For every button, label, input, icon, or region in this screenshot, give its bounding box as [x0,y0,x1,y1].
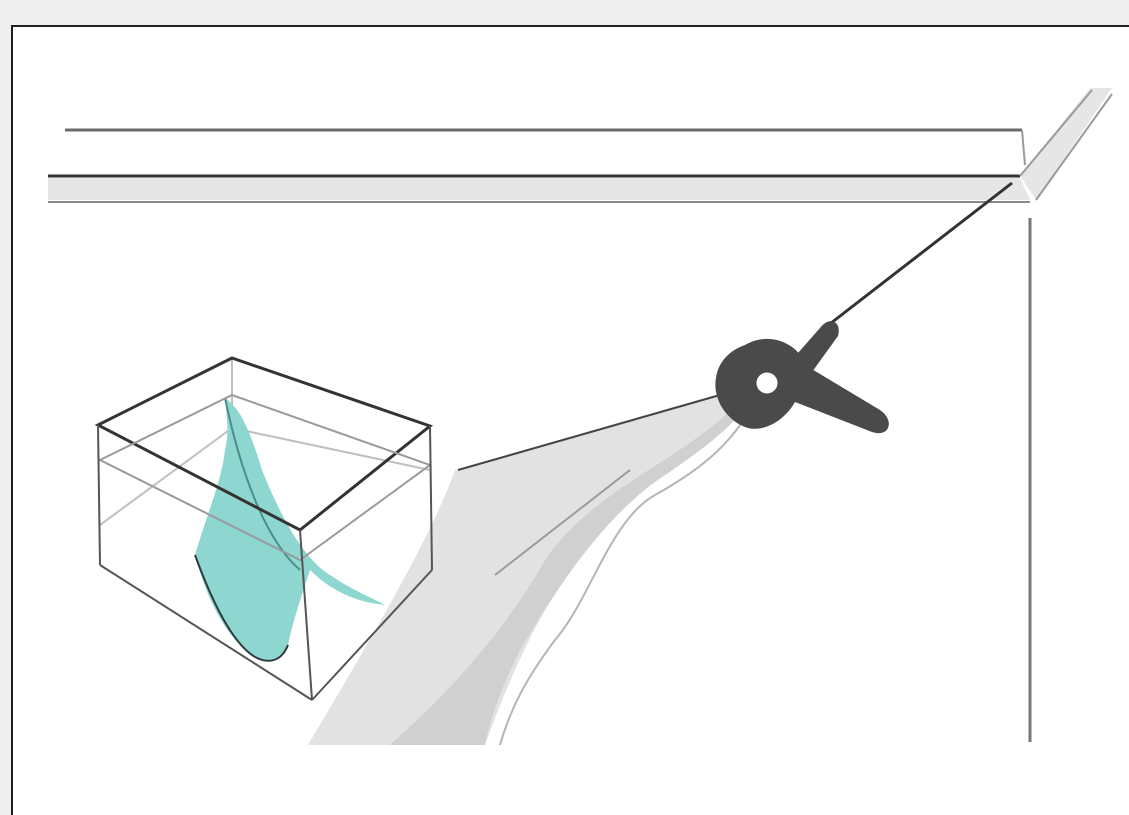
fabric-fold-line [499,387,761,746]
teal-fabric-fold [224,397,301,571]
box-bottom-front-left [99,564,313,701]
box-back-bottom [231,427,431,471]
box-bottom-front-right [311,569,433,701]
fabric-crease-line [494,469,631,576]
clip-pivot-hole [753,369,781,397]
clip-lower-jaw [715,338,889,434]
rail-return-line-top [1019,89,1093,177]
curtain-fabric [308,382,761,746]
clip-icon [715,321,889,434]
teal-fabric-edge [194,554,289,662]
rail-face [48,178,1030,200]
box-front-left-vertical [97,424,101,566]
clip-upper-handle [790,321,839,372]
box-front-middle-vertical [299,529,313,701]
box-back-left [99,427,233,526]
inset-box-diagram [94,356,434,701]
fabric-shadow-panel [390,382,760,745]
rail-corner-line [1021,129,1026,166]
box-front-right-vertical [429,425,433,571]
rail-return-face [1020,88,1112,200]
ceiling-rail [48,88,1113,203]
fabric-light-panel [308,382,760,745]
rail-return-line-bottom [1035,93,1113,201]
fabric-top-edge [457,384,756,471]
illustration-frame [11,25,1129,815]
hanging-wire [821,181,1013,332]
